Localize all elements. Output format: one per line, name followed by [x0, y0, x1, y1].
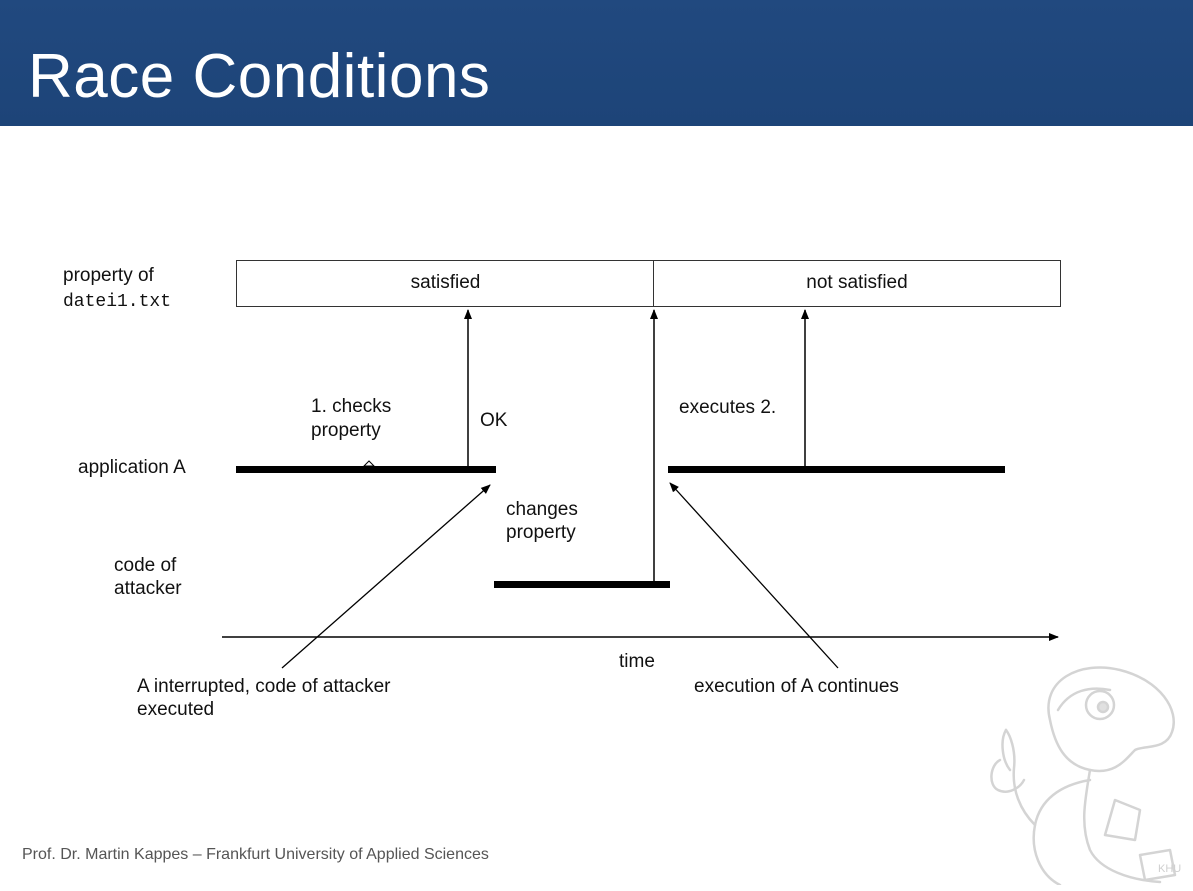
continues-note: execution of A continues [694, 676, 899, 697]
checks-label-line1: 1. checks [311, 396, 392, 417]
checks-label-line2: property [311, 420, 381, 441]
property-label-line1: property of [63, 265, 154, 286]
state-not-satisfied-label: not satisfied [806, 272, 908, 293]
footer-credit: Prof. Dr. Martin Kappes – Frankfurt Univ… [22, 846, 489, 863]
mascot-watermark: KHU [990, 666, 1181, 885]
changes-label-line1: changes [506, 499, 578, 520]
state-box-not-satisfied: not satisfied [653, 260, 1061, 307]
ok-label: OK [480, 410, 508, 431]
continue-pointer-arrow [669, 482, 839, 669]
application-bar-before [236, 466, 496, 473]
interrupted-note-line1: A interrupted, code of attacker [137, 676, 391, 697]
row-label-attacker-line2: attacker [114, 578, 182, 599]
row-label-attacker-line1: code of [114, 555, 177, 576]
state-satisfied-label: satisfied [410, 272, 481, 293]
interrupted-note-line2: executed [137, 699, 215, 720]
attacker-bar [494, 581, 670, 588]
slide-title: Race Conditions [28, 42, 491, 111]
application-bar-after [668, 466, 1005, 473]
executes-label: executes 2. [679, 397, 777, 418]
time-label: time [619, 651, 655, 672]
mascot-logo-text: KHU [1158, 863, 1181, 875]
row-label-application: application A [78, 457, 186, 478]
cursor-mark [362, 460, 376, 467]
changes-label-line2: property [506, 522, 576, 543]
interrupt-pointer-arrow [281, 484, 491, 669]
state-box-satisfied: satisfied [236, 260, 655, 307]
property-label-filename: datei1.txt [63, 292, 172, 312]
title-bar: Race Conditions [0, 0, 1193, 126]
